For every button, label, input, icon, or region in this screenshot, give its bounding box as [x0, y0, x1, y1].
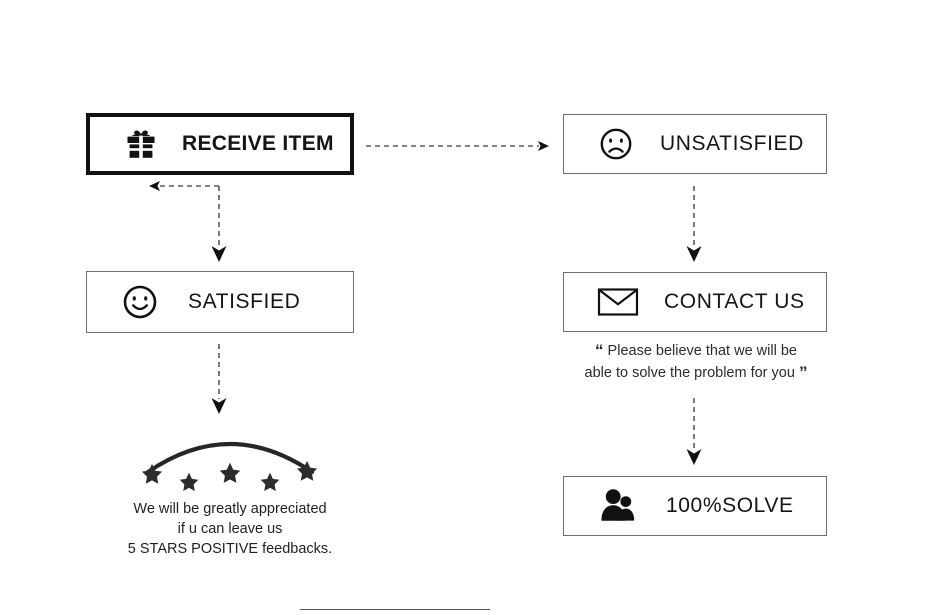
gift-icon [114, 125, 168, 163]
node-contact-us[interactable]: CONTACT US [563, 272, 827, 332]
people-icon [596, 487, 644, 525]
quote-close-mark: ” [798, 363, 808, 382]
connector-unsatisfied-to-contact [686, 186, 702, 262]
feedback-line-1: We will be greatly appreciated [133, 501, 327, 517]
node-label: CONTACT US [664, 290, 805, 313]
connector-receive-to-satisfied [149, 181, 227, 262]
bottom-divider [300, 609, 490, 610]
rating-stars-graphic [130, 424, 330, 491]
star-group [141, 460, 318, 491]
connector-satisfied-to-rating [211, 344, 227, 414]
feedback-request-text: We will be greatly appreciated if u can … [80, 499, 380, 559]
node-satisfied[interactable]: SATISFIED [86, 271, 354, 333]
node-label: SATISFIED [188, 290, 301, 313]
node-100-percent-solve[interactable]: 100%SOLVE [563, 476, 827, 536]
sad-face-icon [592, 125, 640, 163]
quote-open-mark: “ [595, 341, 604, 360]
node-label: UNSATISFIED [660, 132, 804, 155]
node-label: 100%SOLVE [666, 494, 794, 517]
contact-us-quote: “ Please believe that we will be able to… [560, 340, 832, 384]
connector-contact-to-solve [686, 398, 702, 465]
node-unsatisfied[interactable]: UNSATISFIED [563, 114, 827, 174]
feedback-line-2: if u can leave us [177, 521, 283, 537]
node-receive-item[interactable]: RECEIVE ITEM [86, 113, 354, 175]
quote-line-1: Please believe that we will be [607, 343, 797, 359]
envelope-icon [594, 286, 642, 318]
happy-face-icon [116, 282, 164, 322]
node-label: RECEIVE ITEM [182, 132, 334, 155]
feedback-line-3: 5 STARS POSITIVE feedbacks. [127, 541, 333, 557]
quote-line-2: able to solve the problem for you [584, 365, 795, 381]
